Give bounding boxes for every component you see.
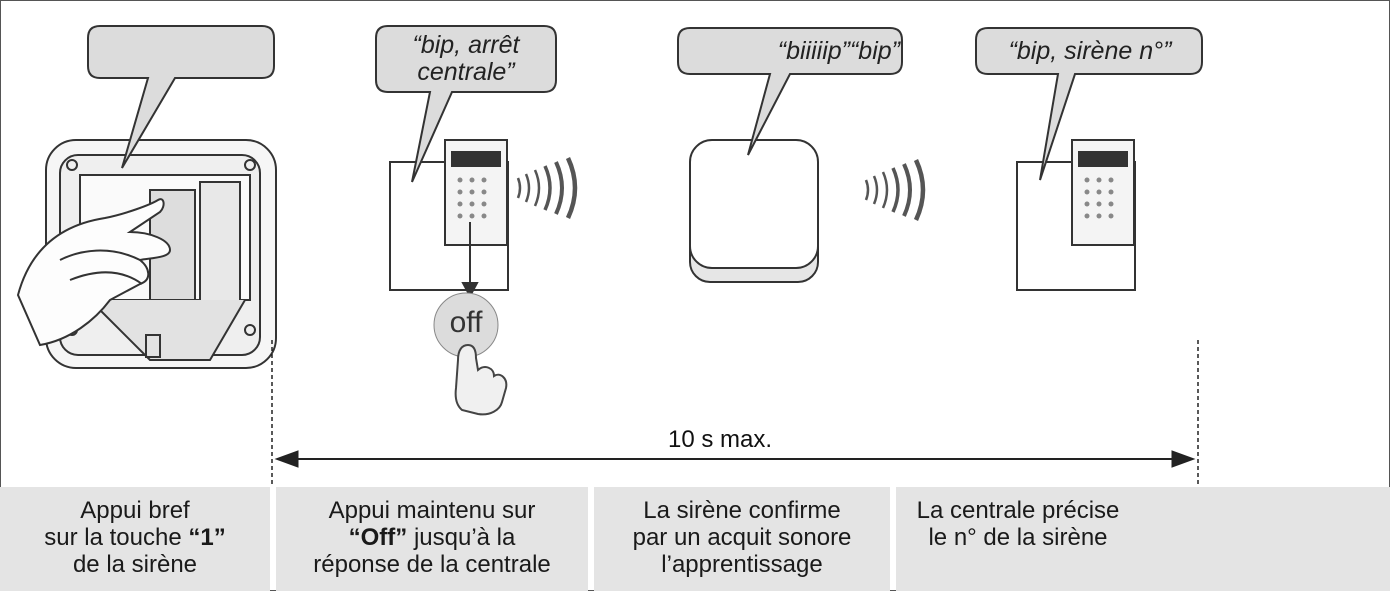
control-panel-icon — [389, 139, 509, 299]
caption-step2-line1: Appui maintenu sur — [328, 497, 536, 524]
caption-step4: La centrale précise le n° de la sirène — [896, 487, 1390, 591]
bubble-text-step4: “bip, sirène n°” — [1008, 37, 1172, 65]
timing-arrow — [271, 340, 1199, 487]
control-panel-icon — [1016, 139, 1136, 291]
caption-step3-line2: par un acquit sonore — [632, 524, 852, 551]
finger-press-icon — [454, 343, 508, 416]
hand-icon — [16, 198, 172, 347]
caption-step4-line2: le n° de la sirène — [928, 524, 1108, 551]
siren-closed-icon — [689, 139, 819, 283]
caption-step2: Appui maintenu sur “Off” jusqu’à la répo… — [276, 487, 588, 591]
off-button-label: off — [449, 306, 483, 339]
speech-bubble-step1 — [87, 25, 275, 169]
caption-row: Appui bref sur la touche “1” de la sirèn… — [0, 487, 1390, 591]
caption-step2-line2: “Off” jusqu’à la — [348, 524, 516, 551]
speech-bubble-step3 — [677, 27, 903, 156]
radio-waves-icon — [864, 159, 926, 221]
caption-step1-line3: de la sirène — [72, 551, 198, 578]
caption-step4-line1: La centrale précise — [916, 497, 1120, 524]
caption-step3: La sirène confirme par un acquit sonore … — [594, 487, 890, 591]
caption-step2-line3: réponse de la centrale — [313, 551, 551, 578]
caption-step3-line1: La sirène confirme — [643, 497, 841, 524]
caption-step1-line1: Appui bref — [80, 497, 190, 524]
caption-step3-line3: l’apprentissage — [661, 551, 823, 578]
bubble-text-step3: “biiiiip”“bip” — [777, 37, 900, 65]
timing-label: 10 s max. — [667, 426, 773, 453]
caption-step1: Appui bref sur la touche “1” de la sirèn… — [0, 487, 270, 591]
radio-waves-icon — [516, 157, 578, 219]
speech-bubble-step4 — [975, 27, 1203, 181]
bubble-text-step2: “bip, arrêt centrale” — [412, 31, 520, 86]
caption-step1-line2: sur la touche “1” — [44, 524, 226, 551]
speech-bubble-step2 — [375, 25, 557, 183]
